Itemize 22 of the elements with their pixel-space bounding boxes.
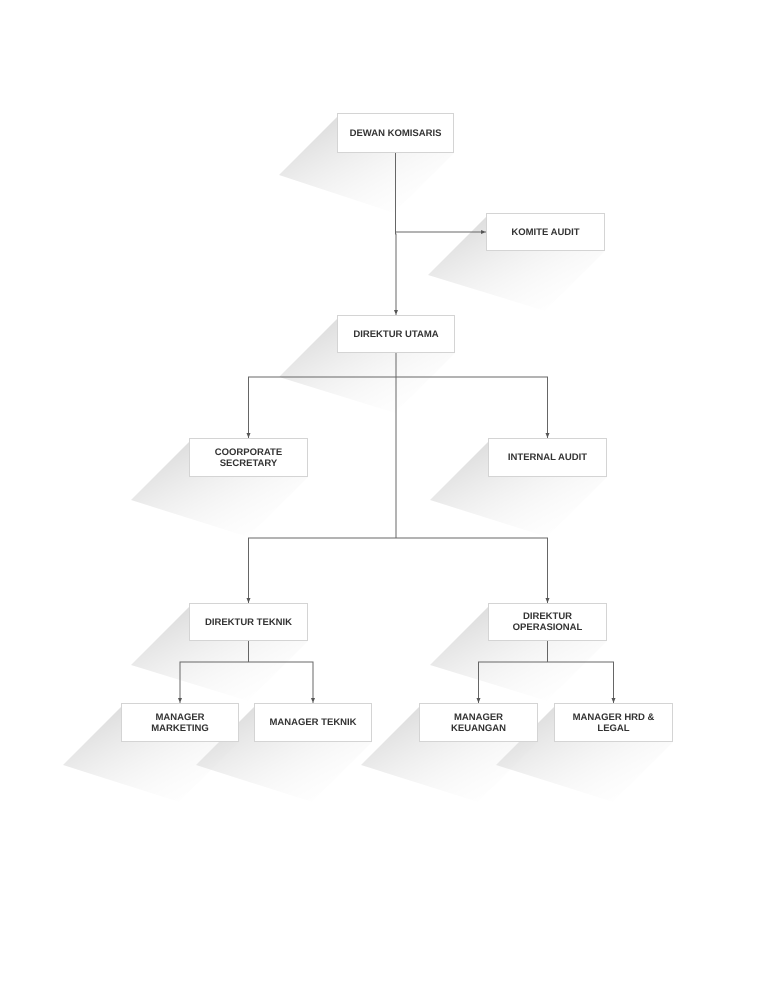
- position-title: DIREKTUR TEKNIK: [204, 616, 294, 628]
- org-box: [189, 438, 308, 477]
- org-box: [121, 703, 239, 742]
- position-title: MANAGER TEKNIK: [268, 717, 358, 728]
- position-title: DEWAN KOMISARIS: [348, 128, 442, 138]
- position-title: MANAGER KEUANGAN: [450, 712, 507, 734]
- position-title: KOMITE AUDIT: [510, 226, 581, 238]
- org-box: [486, 213, 605, 251]
- position-title: INTERNAL AUDIT: [506, 452, 588, 463]
- org-box: [337, 113, 454, 153]
- position-title: COORPORATE SECRETARY: [214, 446, 284, 468]
- org-box: [189, 603, 308, 641]
- position-title: DIREKTUR UTAMA: [352, 328, 440, 340]
- org-box: [488, 438, 607, 477]
- org-box: [554, 703, 673, 742]
- position-title: MANAGER MARKETING: [150, 712, 210, 734]
- org-box: [419, 703, 538, 742]
- org-box: [337, 315, 455, 353]
- org-box: [488, 603, 607, 641]
- org-box: [254, 703, 372, 742]
- position-title: DIREKTUR OPERASIONAL: [512, 611, 584, 633]
- position-title: MANAGER HRD & LEGAL: [572, 712, 656, 734]
